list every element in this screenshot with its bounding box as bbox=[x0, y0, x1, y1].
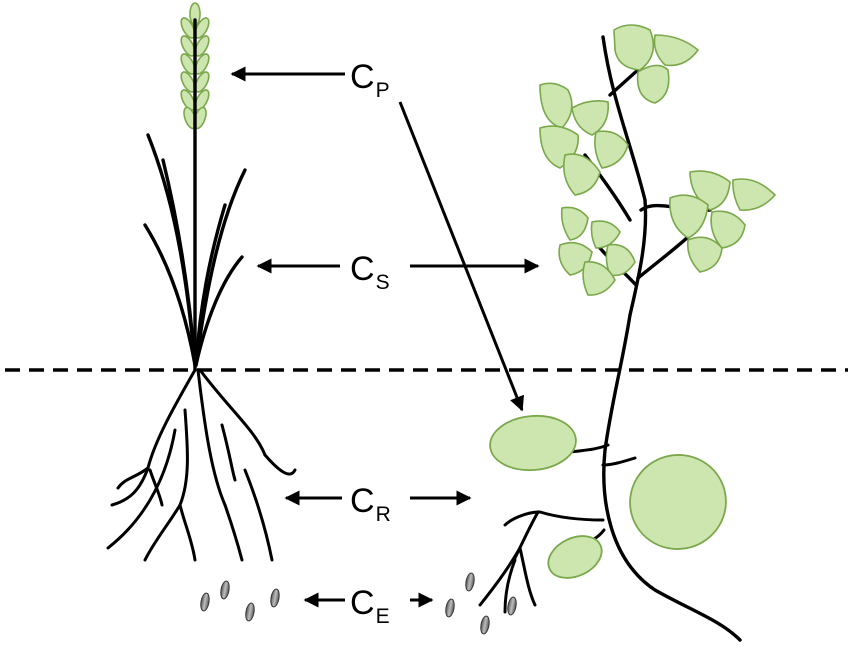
wheat-spikelet bbox=[180, 17, 196, 39]
potato-tuber bbox=[629, 454, 727, 550]
potato-leaves bbox=[539, 24, 777, 296]
wheat-ear bbox=[180, 2, 210, 130]
seed bbox=[245, 602, 255, 622]
wheat-spikelet bbox=[194, 35, 210, 57]
label-cr-main: C bbox=[350, 482, 375, 520]
potato-leaf bbox=[636, 64, 670, 104]
potato-branch bbox=[636, 233, 692, 280]
seed bbox=[220, 580, 230, 600]
wheat-spikelet bbox=[194, 53, 210, 75]
label-cp: CP bbox=[350, 60, 390, 101]
potato-leaf bbox=[686, 236, 723, 273]
seed bbox=[445, 598, 455, 618]
wheat-spikelet bbox=[194, 17, 210, 39]
potato-leaf bbox=[710, 210, 746, 249]
label-ce: CE bbox=[350, 586, 390, 627]
label-cp-sub: P bbox=[375, 79, 390, 102]
wheat-spikelet bbox=[180, 53, 196, 75]
wheat-plant bbox=[106, 2, 297, 562]
wheat-leaf bbox=[194, 203, 227, 367]
wheat-spikelet bbox=[180, 71, 196, 93]
seed bbox=[465, 572, 475, 592]
potato-leaf bbox=[594, 130, 629, 169]
label-cs-main: C bbox=[350, 250, 375, 288]
potato-leaf bbox=[571, 100, 609, 136]
potato-leaf bbox=[562, 153, 601, 196]
wheat-spikelet bbox=[194, 89, 210, 111]
potato-leaf bbox=[560, 206, 589, 241]
seed bbox=[507, 596, 517, 616]
wheat-leaf bbox=[194, 255, 244, 367]
label-cp-main: C bbox=[350, 58, 375, 96]
potato-stem bbox=[601, 35, 742, 642]
potato-tuber bbox=[489, 414, 577, 472]
label-cs: CS bbox=[350, 252, 390, 293]
wheat-spikelet bbox=[180, 35, 196, 57]
seed bbox=[200, 592, 210, 612]
label-cs-sub: S bbox=[375, 271, 390, 294]
label-ce-main: C bbox=[350, 584, 375, 622]
seeds bbox=[200, 572, 517, 635]
potato-leaf bbox=[539, 82, 573, 129]
seed bbox=[480, 615, 490, 635]
wheat-leaf bbox=[161, 158, 197, 367]
potato-leaf bbox=[605, 243, 636, 277]
arrows bbox=[230, 66, 540, 608]
potato-leaf bbox=[613, 24, 655, 71]
wheat-leaf bbox=[143, 223, 197, 367]
potato-tuber bbox=[547, 535, 603, 579]
potato-plant bbox=[478, 24, 777, 642]
potato-leaf bbox=[669, 194, 709, 239]
arrow-cp-to-tuber bbox=[398, 101, 525, 412]
wheat-roots bbox=[106, 368, 297, 562]
label-cr: CR bbox=[350, 484, 391, 525]
potato-branch bbox=[608, 66, 642, 97]
seed bbox=[270, 588, 280, 608]
wheat-spikelet bbox=[194, 71, 210, 93]
label-cr-sub: R bbox=[375, 503, 391, 526]
potato-leaf bbox=[582, 261, 616, 296]
potato-tubers bbox=[489, 414, 727, 579]
wheat-spikelet bbox=[180, 89, 196, 111]
label-ce-sub: E bbox=[375, 605, 390, 628]
potato-leaf bbox=[732, 178, 777, 212]
potato-leaf bbox=[653, 34, 700, 67]
